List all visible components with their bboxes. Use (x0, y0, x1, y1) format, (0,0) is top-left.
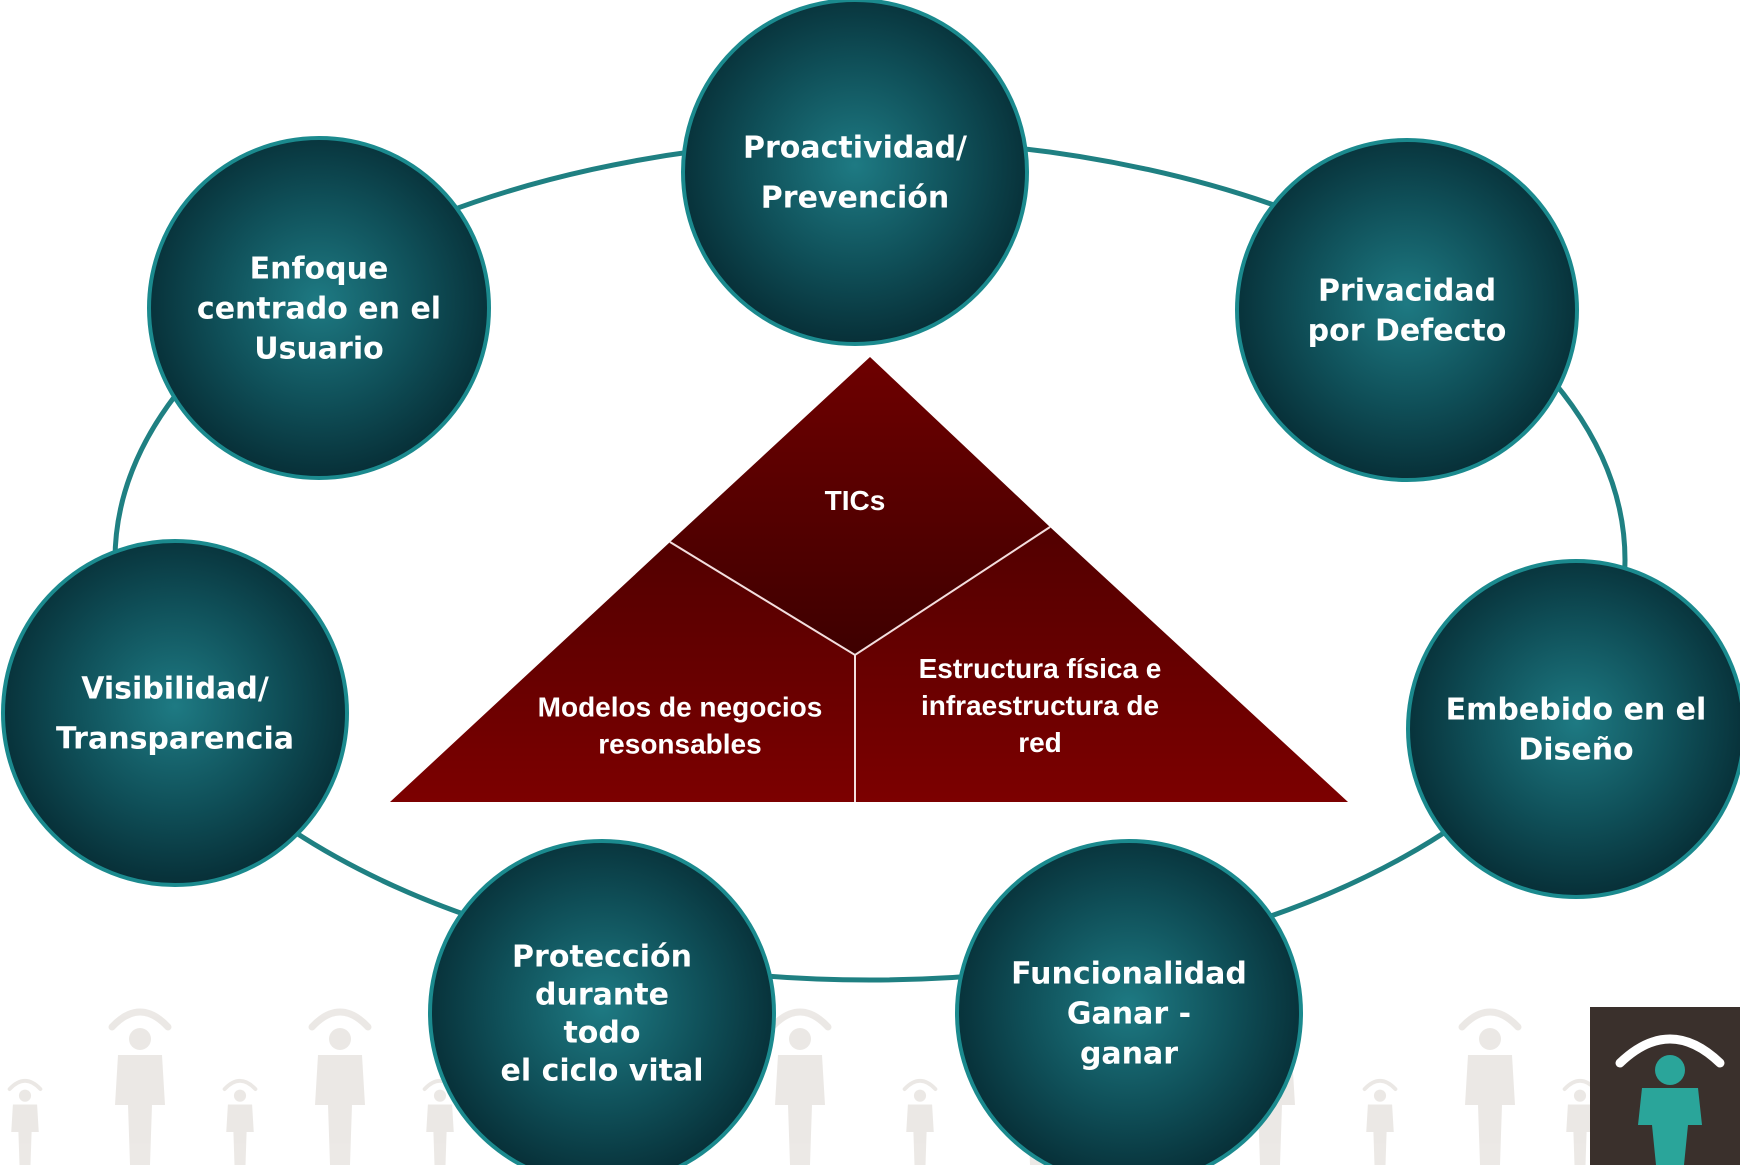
principle-label-line: ganar (1080, 1037, 1178, 1072)
pyramid-left-section (390, 542, 855, 802)
principle-privacidad: Privacidad por Defecto (1235, 138, 1579, 482)
logo-arc (1615, 1034, 1725, 1068)
person-under-umbrella-icon (308, 1008, 372, 1165)
person-under-umbrella-icon (7, 1078, 43, 1165)
principle-label-line: Protección (512, 940, 692, 975)
pyramid-left-label: Modelos de negocios resonsables (538, 692, 823, 760)
principle-circle (1406, 559, 1740, 899)
principle-proactividad: Proactividad/Prevención (681, 0, 1029, 346)
person-under-umbrella-icon (1458, 1008, 1522, 1165)
principle-label-line: Enfoque (250, 252, 389, 287)
pyramid-right-label: Estructura física e infraestructura de red (919, 653, 1162, 758)
pyramid-right-section (855, 527, 1348, 802)
person-under-umbrella-icon (222, 1078, 258, 1165)
principle-embebido: Embebido en el Diseño (1406, 559, 1740, 899)
logo-figure-body (1638, 1088, 1702, 1165)
pyramid-label-line: infraestructura de (921, 690, 1159, 721)
person-under-umbrella-icon (108, 1008, 172, 1165)
principle-circle (681, 0, 1029, 346)
principle-label-line: Embebido en el (1446, 693, 1707, 728)
pyramid-label-line: Modelos de negocios (538, 692, 823, 723)
principle-circle (1235, 138, 1579, 482)
principle-label-line: Proactividad/ (743, 131, 967, 166)
principle-circle (955, 839, 1303, 1165)
principle-label-line: centrado en el (197, 292, 441, 327)
principle-label-line: todo (563, 1016, 640, 1051)
pyramid-label-line: resonsables (598, 729, 761, 760)
principle-circle (147, 136, 491, 480)
principle-label-line: Ganar - (1067, 997, 1191, 1032)
principle-label-line: Funcionalidad (1011, 957, 1247, 992)
principle-label-line: Prevención (761, 181, 949, 216)
pyramid-label-line: TICs (825, 485, 886, 516)
background-figures (7, 1008, 1598, 1165)
principle-visibilidad: Visibilidad/Transparencia (1, 539, 349, 887)
principle-label-line: Transparencia (56, 722, 294, 757)
principle-label-line: el ciclo vital (501, 1054, 704, 1089)
principle-circle (1, 539, 349, 887)
principle-label-line: Usuario (254, 332, 384, 367)
pyramid-top-section (670, 357, 1050, 655)
logo-figure-head (1655, 1055, 1685, 1085)
principle-label-line: por Defecto (1308, 314, 1507, 349)
pyramid-label-line: Estructura física e (919, 653, 1162, 684)
central-pyramid: TICs Modelos de negocios resonsables Estr… (390, 357, 1348, 802)
principle-enfoque: Enfoque centrado en el Usuario (147, 136, 491, 480)
pyramid-top-label: TICs (825, 485, 886, 516)
principle-circle (428, 839, 776, 1165)
person-under-umbrella-icon (1362, 1078, 1398, 1165)
principle-label-line: durante (535, 978, 669, 1013)
principle-label-line: Visibilidad/ (81, 672, 269, 707)
principle-label-line: Privacidad (1318, 274, 1496, 309)
person-under-umbrella-icon (902, 1078, 938, 1165)
logo-icon (1590, 1007, 1740, 1165)
person-under-umbrella-icon (768, 1008, 832, 1165)
principle-label-line: Diseño (1518, 733, 1633, 768)
pyramid-label-line: red (1018, 727, 1062, 758)
